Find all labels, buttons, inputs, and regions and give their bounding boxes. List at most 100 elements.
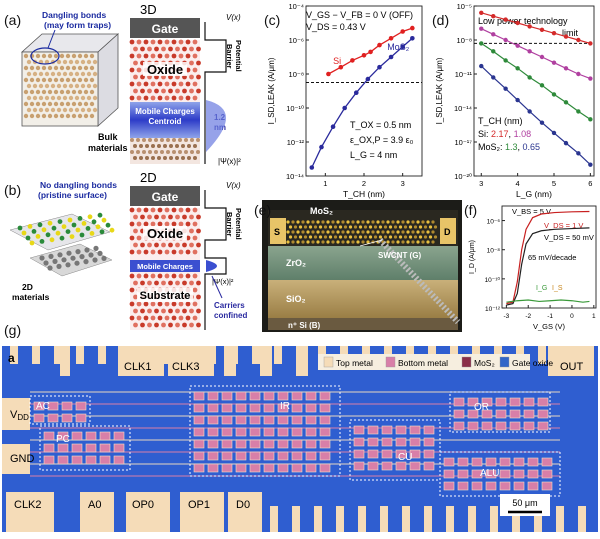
callout-arrow: [47, 29, 56, 49]
data-point: [361, 53, 367, 58]
bulk-atom: [83, 101, 89, 107]
bulk-atom: [26, 95, 32, 101]
data-point: [539, 120, 545, 125]
series-line-0: [506, 210, 590, 305]
bulk-atom: [77, 113, 83, 119]
psi-label-3d: |Ψ(x)|²: [218, 157, 241, 166]
2d-layer-atom: [95, 224, 101, 230]
pad-clk2: CLK2: [14, 499, 42, 511]
mos2-atom: [308, 225, 313, 229]
oxide-atom: [129, 207, 135, 213]
transistor-cell: [85, 443, 97, 453]
vx-label: V(x): [226, 13, 241, 22]
bulk-atom: [83, 77, 89, 83]
transistor-cell: [353, 425, 365, 435]
transistor-cell: [537, 409, 549, 419]
x-tick-label: 2: [362, 179, 366, 188]
substrate-atom: [133, 294, 138, 300]
transistor-cell: [523, 397, 535, 407]
2d-layer-atom: [41, 227, 47, 233]
oxide-atom: [189, 242, 194, 248]
bulk-atom: [89, 65, 95, 71]
block-ir: IR: [280, 401, 290, 412]
mos2-atom: [426, 240, 430, 244]
bulk-atom: [35, 101, 41, 107]
oxide-atom: [133, 228, 138, 234]
oxide-atom: [192, 95, 198, 101]
bond-pad-stub: [468, 506, 476, 532]
bulk-atom: [41, 89, 47, 95]
mos2-atom: [306, 230, 310, 234]
oxide-atom: [150, 39, 156, 45]
transistor-cell: [409, 449, 421, 459]
bond-pad: [180, 492, 224, 532]
mos2-atom: [373, 225, 378, 229]
oxide-atom: [136, 95, 142, 101]
mos2-atom: [391, 220, 395, 224]
mos2-atom: [356, 240, 360, 244]
mos2-atom: [428, 225, 433, 229]
bulk-atom: [53, 65, 59, 71]
oxide-atom: [136, 249, 142, 255]
transistor-cell: [409, 461, 421, 471]
transistor-cell: [319, 427, 331, 437]
data-point: [563, 140, 569, 146]
mos2-atom: [406, 230, 410, 234]
transistor-cell: [61, 401, 73, 411]
mos2-atom: [406, 220, 410, 224]
transistor-cell: [353, 449, 365, 459]
bulk-atom: [23, 53, 29, 59]
substrate-atom: [133, 322, 138, 328]
oxide-atom: [168, 88, 173, 94]
bulk-atom: [59, 101, 65, 107]
oxide-atom: [136, 39, 142, 45]
si-atom: [187, 156, 191, 160]
mos2-atom: [371, 230, 375, 234]
substrate-atom: [164, 315, 170, 321]
si-atom: [136, 138, 140, 142]
transistor-cell: [453, 409, 465, 419]
transistor-cell: [381, 425, 393, 435]
bulk-atom: [71, 77, 77, 83]
bulk-atom: [65, 65, 71, 71]
mos2-atom: [423, 225, 428, 229]
data-point: [479, 26, 484, 31]
transistor-cell: [495, 397, 507, 407]
transistor-cell: [453, 421, 465, 431]
mos2-atom: [323, 235, 328, 239]
mos2-atom: [323, 225, 328, 229]
mos2-atom: [391, 240, 395, 244]
bulk-atom: [80, 95, 86, 101]
substrate-atom: [171, 315, 177, 321]
bulk-atom: [53, 113, 59, 119]
mos2-atom: [368, 225, 373, 229]
mos2-atom: [396, 230, 400, 234]
si-atom: [148, 138, 152, 142]
si-atom: [184, 150, 188, 154]
scalebar-label: 50 μm: [512, 498, 537, 508]
transistor-cell: [471, 457, 483, 467]
si-atom: [142, 138, 146, 142]
data-point: [551, 130, 557, 136]
substrate-atom: [136, 301, 142, 307]
transistor-cell: [249, 451, 261, 461]
mos2-atom: [286, 220, 290, 224]
pad-out: OUT: [560, 361, 584, 373]
transistor-cell: [443, 481, 455, 491]
si-atom: [184, 138, 188, 142]
mos2-atom: [431, 230, 435, 234]
si-atom: [145, 156, 149, 160]
oxide-atom: [157, 39, 163, 45]
2d-layer-atom: [35, 234, 41, 239]
oxide-atom: [171, 207, 177, 213]
x-tick-label: 1: [592, 313, 596, 320]
transistor-cell: [221, 427, 233, 437]
c-annot-params: T_OX = 0.5 nm ε_OX,P = 3.9 ε₀ L_G = 4 nm: [350, 120, 416, 160]
bulk-atom: [47, 101, 53, 107]
mos2-atom: [326, 230, 330, 234]
bulk-atom: [56, 107, 62, 113]
oxide-atom: [164, 95, 170, 101]
series-line-1: [481, 28, 591, 80]
transistor-cell: [291, 463, 303, 473]
oxide-atom: [168, 214, 173, 220]
